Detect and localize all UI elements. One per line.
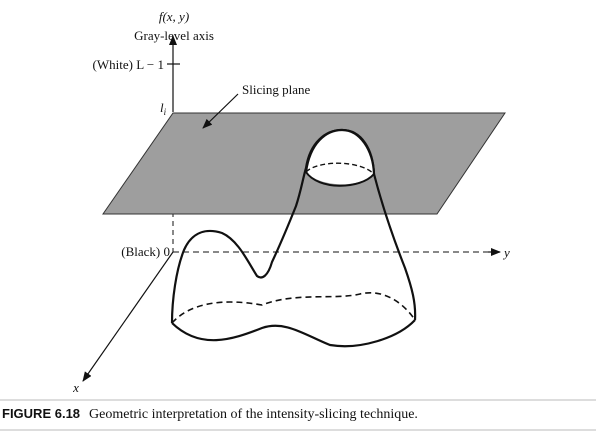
slicing-plane <box>102 112 506 215</box>
surface-outline <box>170 128 417 324</box>
plane-label: Slicing plane <box>242 82 310 97</box>
caption-text: Geometric interpretation of the intensit… <box>89 407 418 422</box>
plane-leader <box>202 93 239 129</box>
function-label: f(x, y) <box>159 9 189 24</box>
x-axis <box>82 251 174 382</box>
surface-base-front <box>171 319 416 348</box>
x-axis-label: x <box>72 380 79 395</box>
cap-ring-back <box>305 162 375 175</box>
cap-fill <box>306 130 374 185</box>
li-label: li <box>160 100 167 117</box>
figure-caption: FIGURE 6.18 Geometric interpretation of … <box>2 405 418 422</box>
black-label: (Black) 0 <box>121 244 170 259</box>
figure-number: FIGURE 6.18 <box>2 406 80 421</box>
cap-ring-front <box>305 171 375 187</box>
y-axis-label: y <box>502 245 510 260</box>
axis-title: Gray-level axis <box>134 28 214 43</box>
white-label: (White) L − 1 <box>93 57 164 72</box>
cap-outline <box>304 128 376 175</box>
surface-base-back <box>171 292 416 324</box>
